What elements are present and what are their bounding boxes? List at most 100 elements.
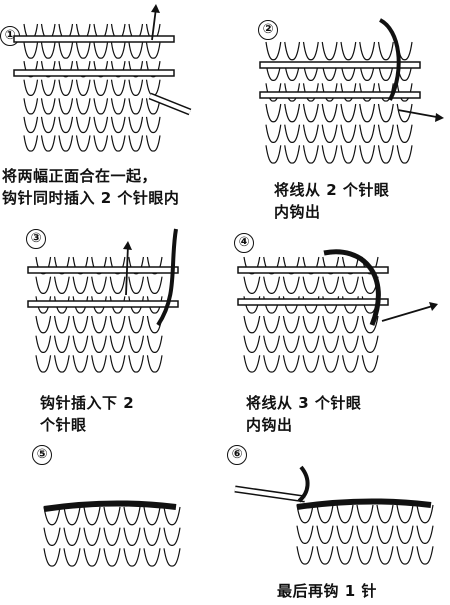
knitting-needle-upper [259, 61, 421, 69]
knit-stitch [284, 145, 301, 164]
knit-stitch [396, 504, 414, 524]
knit-stitch [284, 124, 301, 143]
step-5-illustration [43, 500, 181, 567]
bound-off-edge [296, 498, 432, 510]
knit-stitch [336, 504, 354, 524]
step-6-panel: ⑥ 最后再钩 1 针 [225, 445, 450, 605]
knit-stitch [263, 335, 281, 353]
knit-stitch [23, 98, 39, 115]
knitting-needle-upper [27, 266, 179, 274]
step-2-number: ② [258, 20, 278, 40]
knit-stitch [91, 276, 107, 294]
knit-stitch [128, 42, 144, 59]
knit-stitch [396, 546, 414, 565]
knit-stitch [356, 504, 374, 524]
knit-stitch [145, 42, 161, 59]
knit-stitch [128, 98, 144, 115]
knit-stitch [284, 41, 301, 61]
knit-stitch [58, 79, 74, 96]
knit-stitch [340, 124, 357, 143]
knit-stitch [243, 315, 261, 334]
knit-stitch [361, 315, 379, 334]
knit-stitch [282, 315, 300, 334]
step-2-panel: ② 将线从 2 个针眼 内钩出 [230, 0, 450, 221]
knit-stitch [35, 355, 52, 373]
knit-stitch [40, 135, 56, 152]
knit-stitch [396, 145, 413, 164]
knit-stitch [377, 62, 394, 81]
knit-stitch [321, 62, 338, 81]
knit-stitch [316, 504, 334, 524]
knit-stitch [23, 135, 39, 152]
knit-stitch [377, 145, 394, 164]
knit-stitch [396, 103, 413, 123]
knit-stitch [75, 98, 91, 115]
direction-arrow [381, 304, 437, 322]
knit-stitch [123, 506, 141, 526]
knit-stitch [265, 62, 282, 81]
knit-stitch [302, 145, 319, 164]
knit-stitch [302, 276, 320, 294]
knit-stitch [341, 315, 359, 334]
knit-stitch [40, 116, 56, 134]
knit-stitch [23, 79, 39, 96]
knit-stitch [123, 527, 141, 546]
knit-stitch [103, 548, 121, 567]
knit-stitch [322, 355, 340, 373]
knit-stitch [72, 276, 89, 294]
step-2-illustration [259, 18, 444, 164]
knit-stitch [128, 79, 144, 96]
knit-stitch [359, 103, 376, 123]
knit-stitch [302, 103, 319, 123]
knit-stitch [263, 276, 281, 294]
knit-stitch [359, 41, 376, 61]
knit-stitch [263, 355, 281, 373]
knit-stitch [40, 42, 56, 59]
knit-stitch [321, 145, 338, 164]
knit-stitch [396, 525, 414, 544]
knit-stitch [23, 116, 39, 134]
knit-stitch [416, 546, 434, 565]
knit-stitch [243, 276, 261, 294]
knit-stitch [416, 504, 434, 524]
knit-stitch [143, 527, 161, 546]
bound-off-edge [43, 500, 177, 512]
knit-stitch [35, 276, 52, 294]
knit-stitch [361, 335, 379, 353]
knit-stitch [75, 79, 91, 96]
knit-fabric [35, 256, 163, 373]
knit-stitch [110, 79, 126, 96]
knitting-needle-upper [13, 35, 175, 43]
knitting-needle-lower [237, 298, 389, 306]
knit-stitch [359, 145, 376, 164]
knit-stitch [75, 135, 91, 152]
knit-stitch [340, 62, 357, 81]
knit-stitch [296, 525, 314, 544]
knit-stitch [109, 276, 126, 294]
yarn-strand [297, 465, 310, 503]
knit-stitch [359, 124, 376, 143]
yarn-strand [323, 249, 381, 326]
step-3-caption-line-2: 个针眼 [40, 416, 87, 434]
knit-stitch [110, 135, 126, 152]
knitting-needle-lower [13, 69, 175, 77]
knit-stitch [296, 504, 314, 524]
step-5-panel: ⑤ [0, 445, 225, 605]
knit-stitch [72, 315, 89, 334]
knitting-needle-upper [237, 266, 389, 274]
knit-stitch [40, 79, 56, 96]
knit-stitch [145, 116, 161, 134]
knit-stitch [316, 525, 334, 544]
step-1-panel: ① 将两幅正面合在一起， 钩针同时插入 2 个针眼内 [0, 0, 220, 220]
knitting-needle-lower [27, 300, 179, 308]
knit-stitch [396, 124, 413, 143]
knit-stitch [302, 335, 320, 353]
direction-arrow [397, 109, 443, 119]
knit-stitch [128, 135, 144, 152]
step-1-caption-line-2: 钩针同时插入 2 个针眼内 [2, 189, 180, 207]
knit-stitch [143, 506, 161, 526]
knit-fabric [43, 506, 181, 567]
knit-stitch [282, 335, 300, 353]
step-3-panel: ③ 钩针插入下 2 个针眼 [0, 225, 225, 445]
knit-stitch [58, 135, 74, 152]
